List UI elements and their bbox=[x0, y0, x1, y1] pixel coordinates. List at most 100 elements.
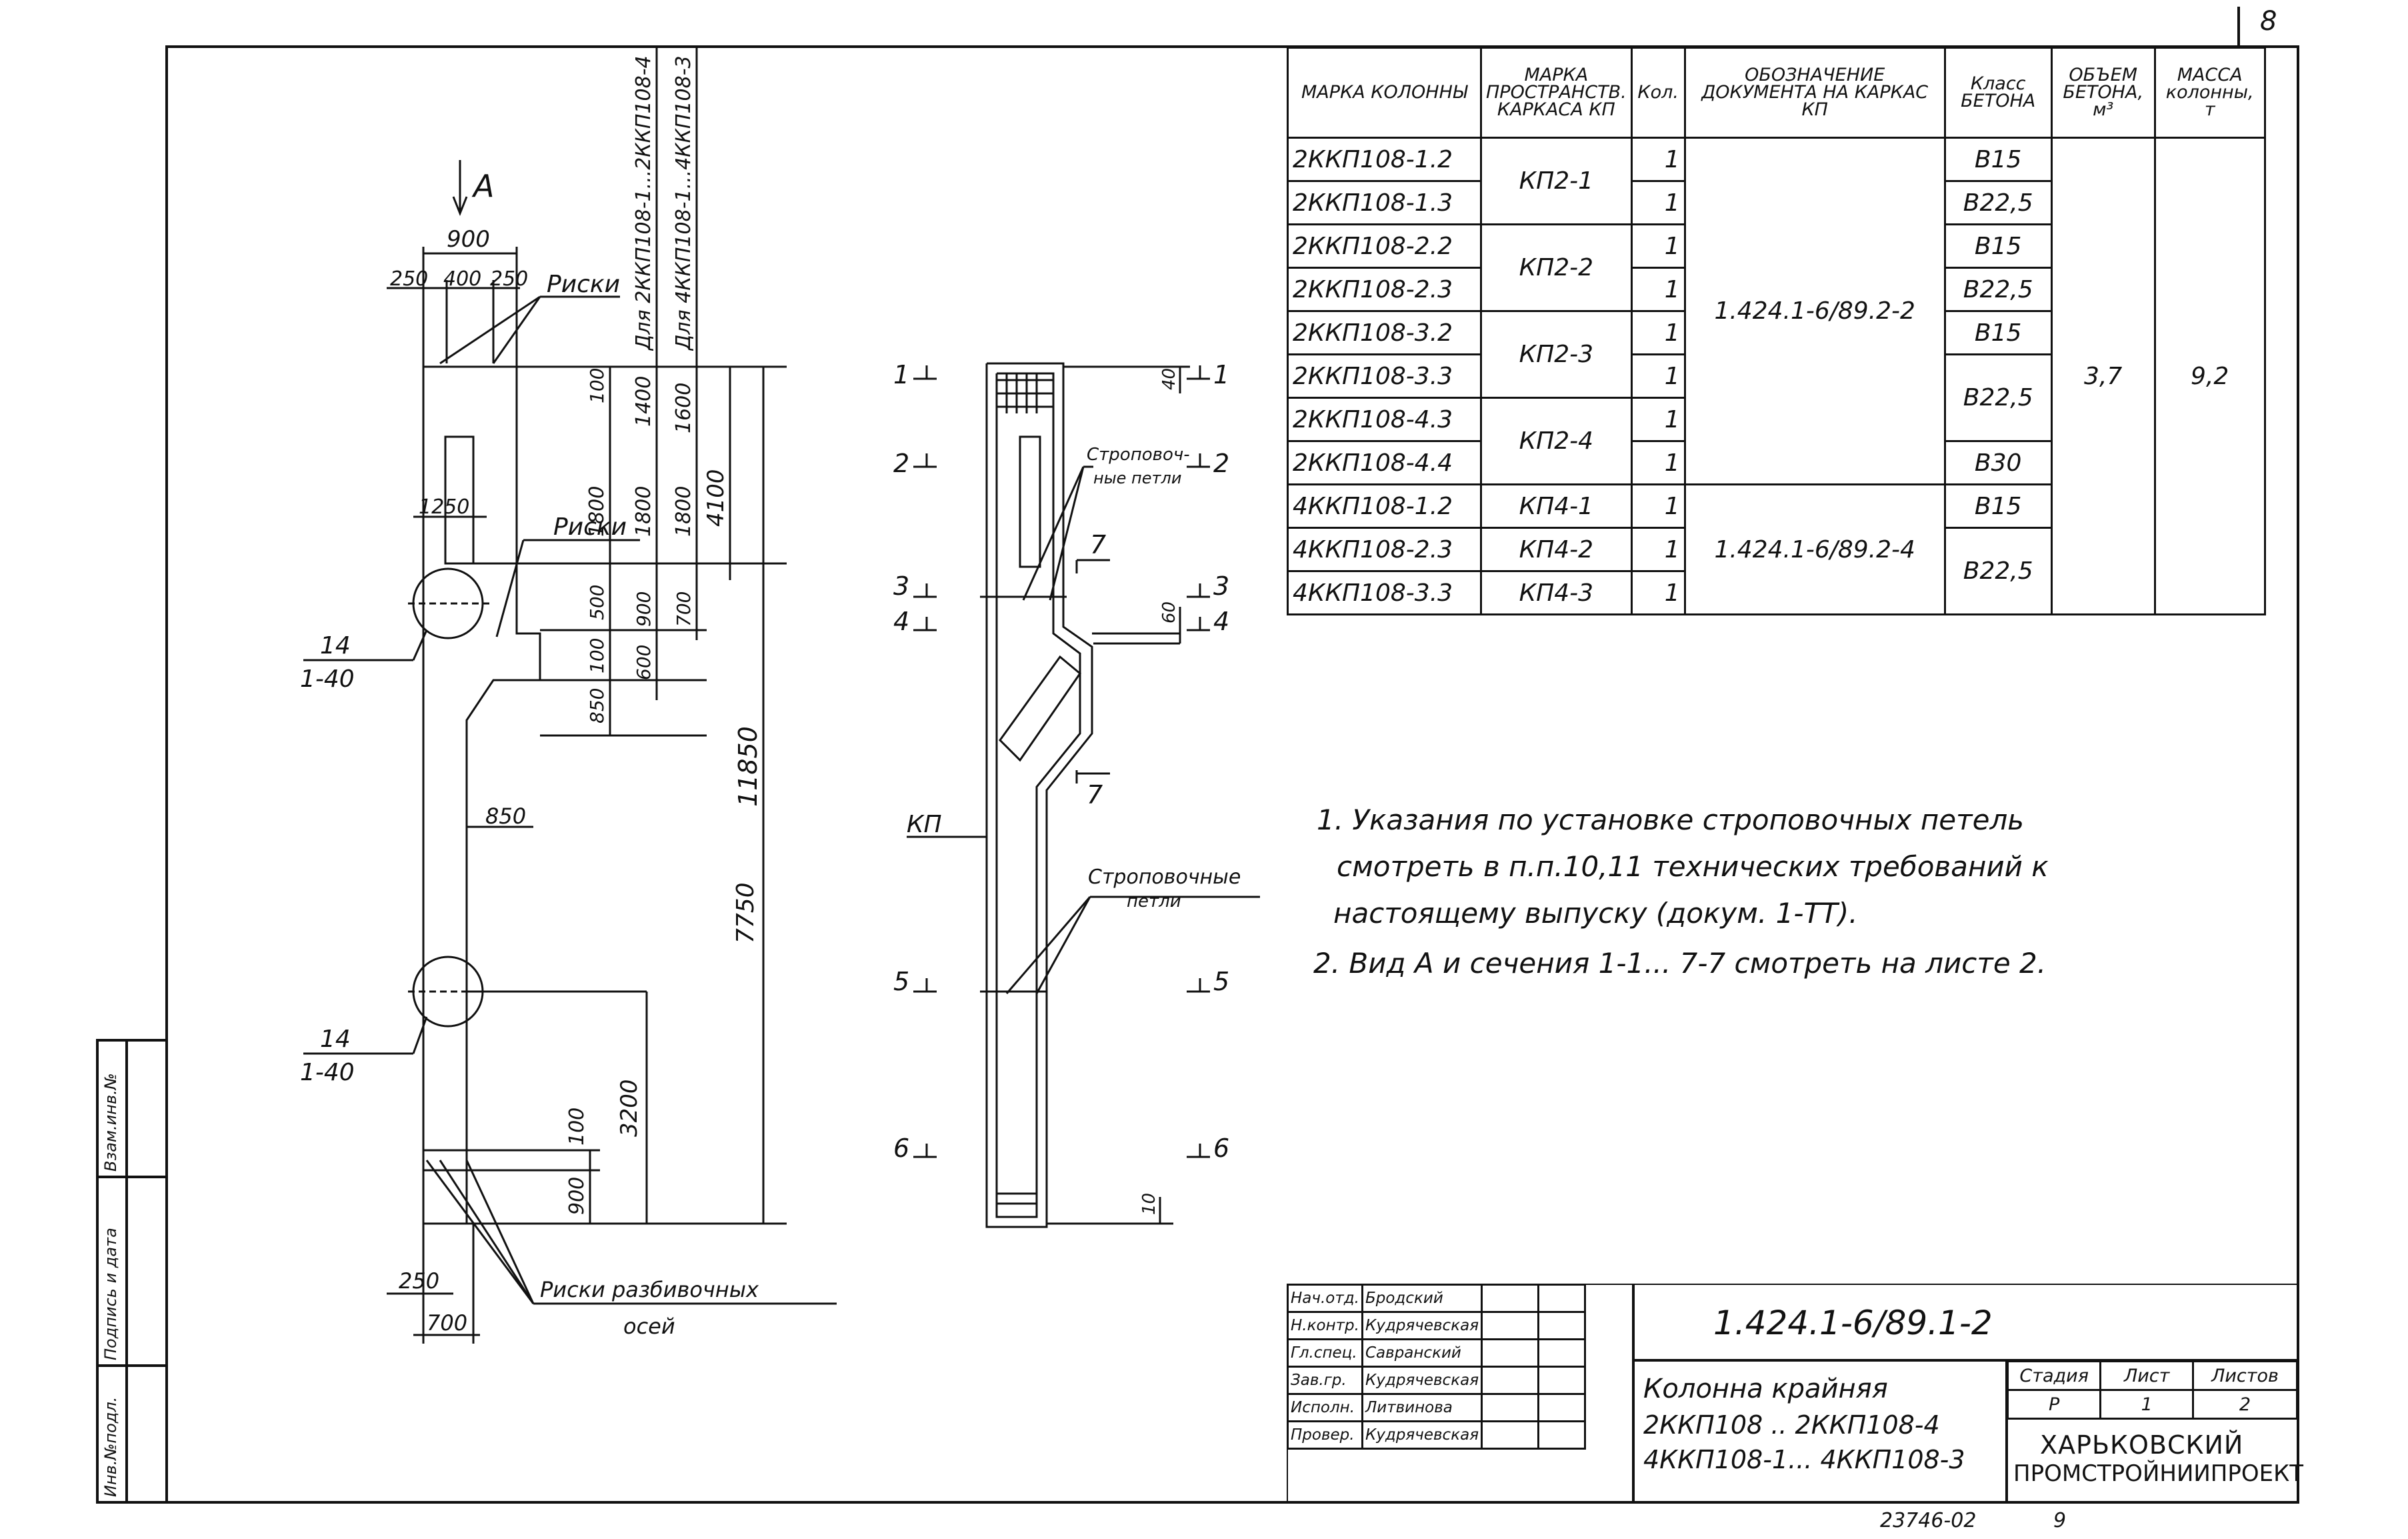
staff-role: Провер. bbox=[1287, 1420, 1363, 1450]
dim-1800-c: 1800 bbox=[672, 486, 695, 537]
staff-name: Кудрячевская bbox=[1361, 1366, 1483, 1395]
staff-signature bbox=[1481, 1366, 1540, 1395]
staff-role: Гл.спец. bbox=[1287, 1338, 1363, 1368]
qty: 1 bbox=[1630, 527, 1686, 572]
frame-mark: КП4-3 bbox=[1480, 570, 1633, 615]
detail-ref-1-sheet: 1-40 bbox=[300, 665, 355, 693]
column-mark: 4ККП108-2.3 bbox=[1287, 527, 1482, 572]
section-1-right: 1 bbox=[1213, 360, 1229, 389]
table-row: 4ККП108-1.2 КП4-1 1 1.424.1-6/89.2-4 В15 bbox=[1287, 483, 2265, 615]
dim-4100: 4100 bbox=[703, 469, 729, 527]
spec-table: МАРКА КОЛОННЫ МАРКА ПРОСТРАНСТВ. КАРКАСА… bbox=[1287, 47, 2266, 615]
qty: 1 bbox=[1630, 483, 1686, 529]
qty: 1 bbox=[1630, 310, 1686, 355]
dim-10: 10 bbox=[1139, 1193, 1159, 1215]
loops-label-top-1: Строповоч- bbox=[1087, 445, 1190, 465]
doc-ref: 1.424.1-6/89.2-4 bbox=[1683, 483, 1946, 615]
dim-850: 850 bbox=[485, 804, 526, 829]
dim-900-low: 900 bbox=[565, 1177, 589, 1215]
staff-signature bbox=[1481, 1284, 1540, 1313]
header-mass: МАССА колонны, т bbox=[2153, 47, 2266, 139]
column-elevation bbox=[303, 47, 837, 1344]
qty: 1 bbox=[1630, 353, 1686, 399]
dim-1600-c: 1600 bbox=[672, 383, 695, 433]
dim-60: 60 bbox=[1159, 601, 1179, 623]
column-mark: 2ККП108-4.4 bbox=[1287, 440, 1482, 485]
table-row: 2ККП108-3.2 КП2-3 1 В15 bbox=[1287, 310, 2265, 399]
drawing-name-line-2: 2ККП108 .. 2ККП108-4 bbox=[1643, 1410, 1940, 1440]
section-4-left: 4 bbox=[893, 607, 909, 636]
staff-date bbox=[1537, 1284, 1587, 1313]
section-3-right: 3 bbox=[1213, 571, 1229, 601]
header-column-mark: МАРКА КОЛОННЫ bbox=[1287, 47, 1482, 139]
concrete-class: В15 bbox=[1943, 483, 2053, 529]
frame-mark: КП4-2 bbox=[1480, 527, 1633, 572]
frame-mark: КП2-4 bbox=[1480, 397, 1633, 485]
column-mark: 2ККП108-3.2 bbox=[1287, 310, 1482, 355]
sheet-value: 1 bbox=[2099, 1389, 2195, 1420]
view-a-label: А bbox=[471, 168, 494, 204]
staff-signature bbox=[1481, 1393, 1540, 1422]
concrete-class: В15 bbox=[1943, 137, 2053, 182]
section-6-right: 6 bbox=[1213, 1134, 1229, 1163]
table-row: 2ККП108-1.2 КП2-1 1 1.424.1-6/89.2-2 В15… bbox=[1287, 137, 2266, 615]
staff-role: Нач.отд. bbox=[1287, 1284, 1363, 1313]
note-4kkp-range: Для 4ККП108-1...4ККП108-3 bbox=[672, 55, 695, 351]
staff-signature bbox=[1481, 1338, 1540, 1368]
title-block-lines bbox=[1287, 1284, 2298, 1502]
frame-mark: КП2-1 bbox=[1480, 137, 1633, 225]
staff-row: Зав.гр.Кудрячевская bbox=[1287, 1366, 1587, 1395]
archive-stamp-sheet: 9 bbox=[2053, 1509, 2066, 1532]
dim-850-v: 850 bbox=[586, 688, 608, 723]
staff-row: Нач.отд.Бродский bbox=[1287, 1284, 1587, 1313]
table-row: 2ККП108-2.2 КП2-2 1 В15 bbox=[1287, 223, 2265, 312]
section-7-bottom: 7 bbox=[1087, 780, 1103, 810]
sheet-header: Лист bbox=[2099, 1360, 2195, 1391]
sheets-total-value: 2 bbox=[2192, 1389, 2298, 1420]
concrete-class: В22,5 bbox=[1943, 267, 2053, 312]
sheet-frame bbox=[165, 45, 2299, 1504]
concrete-class: В15 bbox=[1943, 310, 2053, 355]
dim-100-a: 100 bbox=[586, 368, 608, 403]
dim-500-a: 500 bbox=[586, 585, 608, 620]
stage-header: Стадия bbox=[2006, 1360, 2102, 1391]
dim-7750: 7750 bbox=[732, 882, 759, 944]
stage-table: Стадия Лист Листов Р 1 2 bbox=[2006, 1360, 2298, 1420]
column-mark: 2ККП108-4.3 bbox=[1287, 397, 1482, 442]
table-row: 2ККП108-2.3 1 В22,5 bbox=[1287, 267, 2265, 312]
staff-signature bbox=[1481, 1311, 1540, 1340]
header-qty: Кол. bbox=[1630, 47, 1686, 139]
staff-row: Исполн.Литвинова bbox=[1287, 1393, 1587, 1422]
concrete-volume: 3,7 bbox=[2050, 137, 2156, 615]
dim-900-top: 900 bbox=[447, 226, 490, 253]
qty: 1 bbox=[1630, 267, 1686, 312]
staff-row: Гл.спец.Савранский bbox=[1287, 1338, 1587, 1368]
qty: 1 bbox=[1630, 180, 1686, 225]
staff-row: Провер.Кудрячевская bbox=[1287, 1420, 1587, 1450]
dim-250-right: 250 bbox=[490, 267, 528, 291]
detail-ref-2-num: 14 bbox=[320, 1026, 351, 1053]
staff-date bbox=[1537, 1366, 1587, 1395]
note-line-4: 2. Вид А и сечения 1-1... 7-7 смотреть н… bbox=[1313, 947, 2047, 980]
staff-role: Зав.гр. bbox=[1287, 1366, 1363, 1395]
concrete-class: В30 bbox=[1943, 440, 2053, 485]
concrete-class: В22,5 bbox=[1943, 180, 2053, 225]
header-frame-mark: МАРКА ПРОСТРАНСТВ. КАРКАСА КП bbox=[1480, 47, 1633, 139]
table-row: 2ККП108-4.4 1 В30 bbox=[1287, 440, 2265, 485]
stage-value: Р bbox=[2006, 1389, 2102, 1420]
riski-bottom-label-2: осей bbox=[623, 1314, 675, 1339]
table-row: 4ККП108-2.3 КП4-2 1 В22,5 bbox=[1287, 527, 2265, 615]
qty: 1 bbox=[1630, 223, 1686, 269]
column-mark: 4ККП108-3.3 bbox=[1287, 570, 1482, 615]
drawing-name-line-1: Колонна крайняя bbox=[1643, 1374, 1888, 1404]
drawing-name-line-3: 4ККП108-1... 4ККП108-3 bbox=[1643, 1445, 1965, 1474]
side-stamp-frame bbox=[96, 1039, 168, 1504]
staff-name: Кудрячевская bbox=[1361, 1420, 1483, 1450]
column-mark: 2ККП108-1.3 bbox=[1287, 180, 1482, 225]
concrete-class: В15 bbox=[1943, 223, 2053, 269]
table-row: 2ККП108-1.3 1 В22,5 bbox=[1287, 180, 2265, 225]
document-code: 1.424.1-6/89.1-2 bbox=[1713, 1304, 1993, 1342]
staff-name: Бродский bbox=[1361, 1284, 1483, 1313]
dim-250-left: 250 bbox=[390, 267, 428, 291]
